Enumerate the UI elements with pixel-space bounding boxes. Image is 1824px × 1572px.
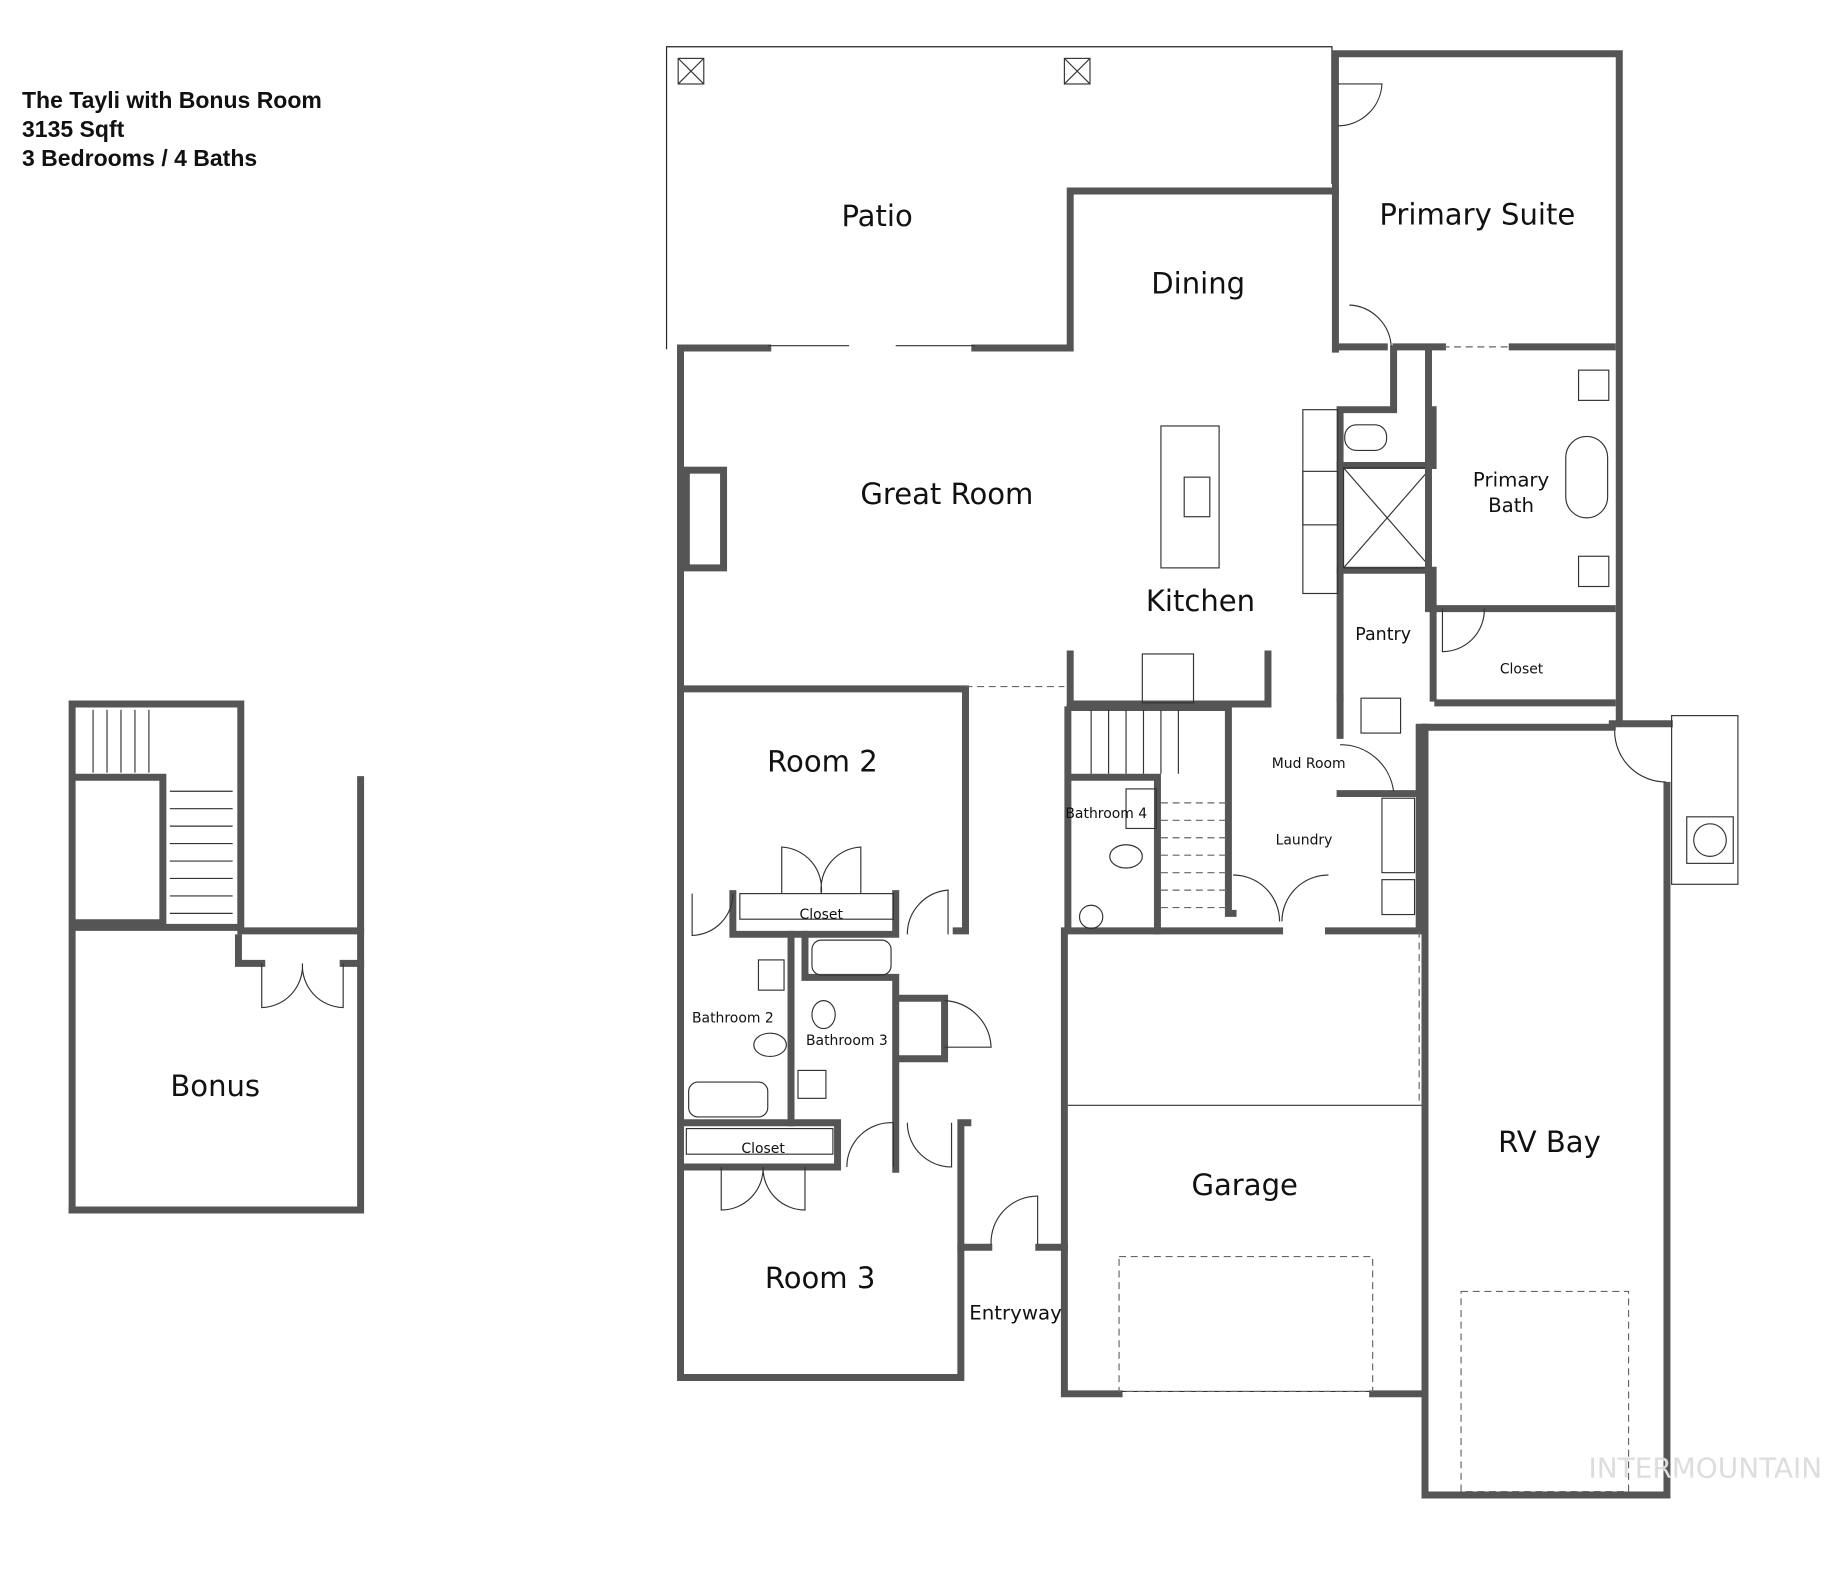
label-primary-bath-line2: Bath — [1488, 494, 1534, 517]
watermark: INTERMOUNTAIN — [1589, 1452, 1823, 1485]
main-walls — [677, 50, 1739, 1499]
room-labels: Patio Primary Suite Dining Great Room Pr… — [170, 198, 1601, 1325]
label-patio: Patio — [841, 199, 912, 233]
plan-area: 3135 Sqft — [22, 116, 125, 142]
label-garage: Garage — [1191, 1168, 1297, 1202]
label-closet-room-2: Closet — [800, 907, 844, 923]
label-great-room: Great Room — [860, 477, 1033, 511]
plan-title-block: The Tayli with Bonus Room 3135 Sqft 3 Be… — [22, 86, 322, 173]
label-bathroom-3: Bathroom 3 — [806, 1033, 888, 1049]
plan-rooms-summary: 3 Bedrooms / 4 Baths — [22, 145, 258, 171]
label-closet-room-3: Closet — [741, 1141, 785, 1157]
label-dining: Dining — [1151, 266, 1245, 300]
label-bonus: Bonus — [170, 1069, 260, 1103]
patio-outline — [665, 46, 1333, 350]
label-room-2: Room 2 — [767, 744, 878, 778]
label-mud-room: Mud Room — [1272, 756, 1346, 772]
label-entryway: Entryway — [969, 1301, 1062, 1324]
bonus-floor-walls — [68, 700, 365, 1214]
label-primary-bath-line1: Primary — [1473, 468, 1550, 491]
label-bathroom-2: Bathroom 2 — [692, 1011, 774, 1027]
label-primary-suite: Primary Suite — [1379, 198, 1575, 232]
label-kitchen: Kitchen — [1146, 584, 1255, 618]
label-pantry: Pantry — [1355, 625, 1411, 645]
label-rv-bay: RV Bay — [1498, 1125, 1601, 1159]
plan-name: The Tayli with Bonus Room — [22, 87, 322, 113]
label-primary-closet: Closet — [1500, 662, 1544, 678]
label-bathroom-4: Bathroom 4 — [1065, 806, 1147, 822]
label-laundry: Laundry — [1276, 833, 1333, 849]
label-room-3: Room 3 — [765, 1261, 876, 1295]
